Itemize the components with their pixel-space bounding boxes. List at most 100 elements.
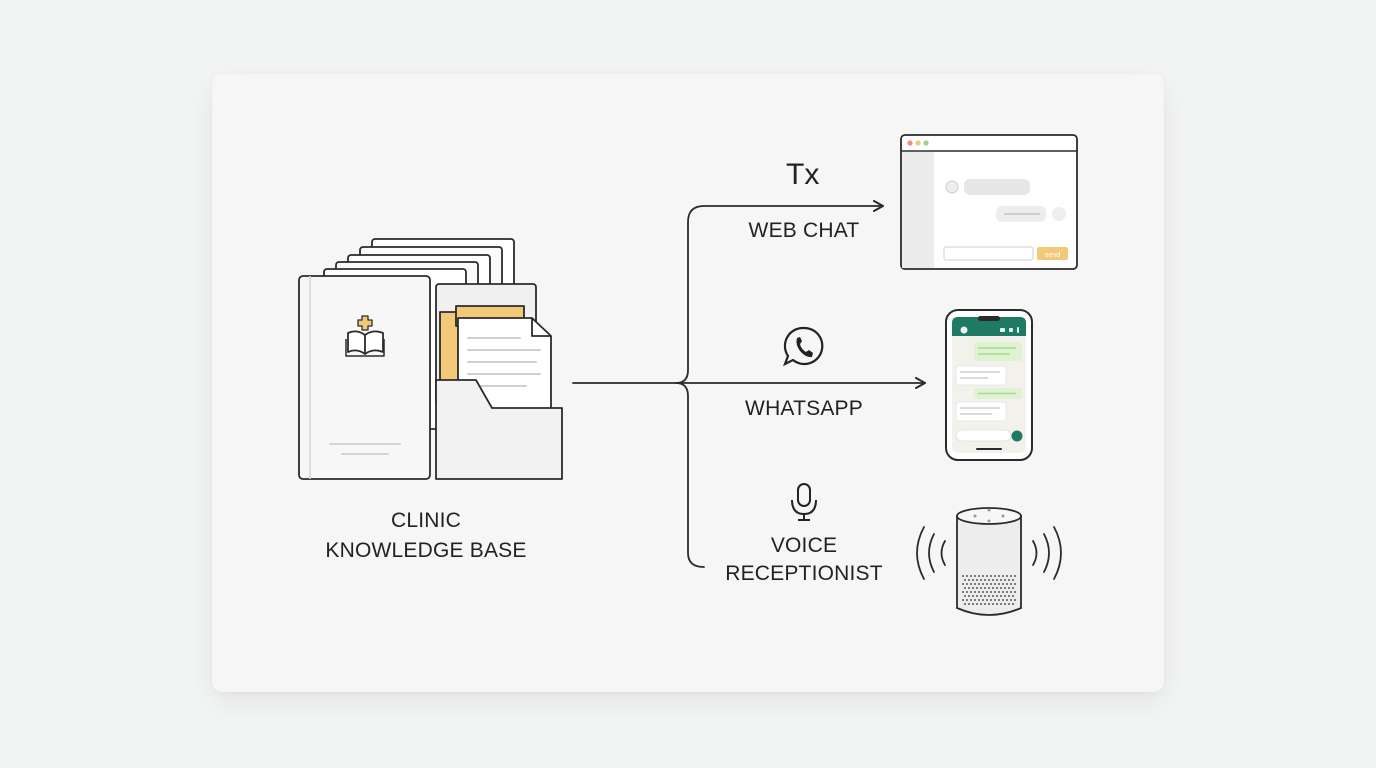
- grille-dot: [1012, 579, 1014, 581]
- whatsapp-label: WHATSAPP: [745, 397, 863, 420]
- grille-dot: [982, 583, 984, 585]
- grille-dot: [982, 575, 984, 577]
- knowledge-base-label: CLINIC KNOWLEDGE BASE: [296, 506, 556, 566]
- grille-dot: [1010, 575, 1012, 577]
- grille-dot: [966, 591, 968, 593]
- grille-dot: [978, 591, 980, 593]
- grille-dot: [1014, 583, 1016, 585]
- web-chat-label: WEB CHAT: [748, 219, 860, 242]
- grille-dot: [976, 579, 978, 581]
- grille-dot: [982, 591, 984, 593]
- chat-bubble-incoming: [964, 179, 1030, 195]
- grille-dot: [998, 599, 1000, 601]
- grille-dot: [998, 591, 1000, 593]
- message-input: [943, 246, 1034, 261]
- grille-dot: [1008, 603, 1010, 605]
- grille-dot: [1000, 603, 1002, 605]
- grille-dot: [966, 583, 968, 585]
- grille-dot: [980, 603, 982, 605]
- whatsapp-icon: [782, 326, 824, 367]
- grille-dot: [992, 603, 994, 605]
- plus-cross-icon: [357, 315, 373, 331]
- grille-dot: [992, 579, 994, 581]
- grille-dot: [1014, 575, 1016, 577]
- grille-dot: [964, 579, 966, 581]
- chat-bubble-outgoing: [974, 342, 1022, 361]
- grille-dot: [970, 591, 972, 593]
- grille-dot: [996, 579, 998, 581]
- grille-dot: [966, 599, 968, 601]
- grille-dot: [980, 587, 982, 589]
- branch-line-voice: [675, 382, 705, 568]
- grille-dot: [970, 575, 972, 577]
- voice-receptionist-label: VOICE RECEPTIONIST: [704, 532, 904, 588]
- grille-dot: [990, 599, 992, 601]
- grille-dot: [972, 587, 974, 589]
- grille-dot: [990, 575, 992, 577]
- grille-dot: [1006, 599, 1008, 601]
- grille-dot: [984, 603, 986, 605]
- grille-dot: [982, 599, 984, 601]
- grille-dot: [988, 579, 990, 581]
- grille-dot: [962, 575, 964, 577]
- connectors: [572, 200, 926, 568]
- grille-dot: [992, 587, 994, 589]
- grille-dot: [986, 591, 988, 593]
- phone-header-bar: [952, 317, 1026, 336]
- phone-message-input: [955, 429, 1012, 442]
- grille-dot: [1004, 603, 1006, 605]
- grille-dot: [994, 575, 996, 577]
- speaker-body: [956, 515, 1022, 616]
- grille-dot: [964, 603, 966, 605]
- knowledge-base-label-line2: KNOWLEDGE BASE: [325, 539, 527, 562]
- grille-dot: [968, 603, 970, 605]
- grille-dot: [1000, 595, 1002, 597]
- grille-dot: [968, 587, 970, 589]
- grille-dot: [988, 587, 990, 589]
- avatar: [945, 180, 959, 194]
- grille-dot: [976, 603, 978, 605]
- grille-dot: [1010, 583, 1012, 585]
- grille-dot: [1000, 579, 1002, 581]
- grille-dot: [990, 583, 992, 585]
- window-maximize-dot: [923, 140, 929, 146]
- grille-dot: [978, 583, 980, 585]
- browser-sidebar: [902, 152, 934, 268]
- grille-dot: [974, 575, 976, 577]
- grille-dot: [964, 595, 966, 597]
- grille-dot: [1008, 595, 1010, 597]
- grille-dot: [962, 591, 964, 593]
- grille-dot: [998, 575, 1000, 577]
- voice-receptionist-label-line1: VOICE: [770, 534, 838, 557]
- medical-book-icon: [345, 330, 385, 357]
- grille-dot: [972, 595, 974, 597]
- chat-bubble-incoming: [955, 401, 1007, 422]
- grille-dot: [986, 599, 988, 601]
- grille-dot: [994, 583, 996, 585]
- grille-dot: [1010, 591, 1012, 593]
- grille-dot: [978, 599, 980, 601]
- grille-dot: [978, 575, 980, 577]
- grille-dot: [1004, 587, 1006, 589]
- grille-dot: [974, 599, 976, 601]
- phone-notch: [978, 316, 1000, 321]
- grille-dot: [1012, 587, 1014, 589]
- grille-dot: [1014, 591, 1016, 593]
- grille-dot: [1008, 587, 1010, 589]
- speaker-top: [956, 507, 1022, 525]
- knowledge-base-illustration: [298, 238, 563, 480]
- grille-dot: [1006, 591, 1008, 593]
- folder-front: [435, 379, 563, 480]
- grille-dot: [1014, 599, 1016, 601]
- grille-dot: [980, 579, 982, 581]
- grille-dot: [1012, 603, 1014, 605]
- phone-home-indicator: [976, 448, 1002, 450]
- voice-receptionist-label-line2: RECEPTIONIST: [725, 562, 883, 585]
- grille-dot: [972, 579, 974, 581]
- phone-mic-button: [1011, 430, 1023, 442]
- send-button-label: send: [1045, 252, 1060, 259]
- grille-dot: [966, 575, 968, 577]
- grille-dot: [990, 591, 992, 593]
- binder: [298, 275, 431, 480]
